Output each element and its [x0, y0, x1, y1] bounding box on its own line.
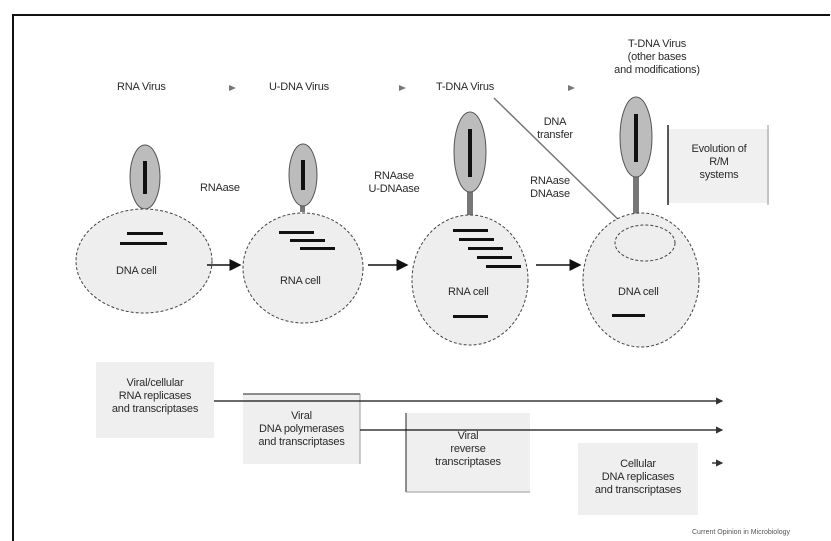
stage-label-tdna-modified: T-DNA Virus (other bases and modificatio…	[597, 38, 717, 77]
top-arrow-3	[568, 85, 575, 91]
evolution-line3: systems	[670, 169, 768, 182]
top-arrow-2	[399, 85, 406, 91]
stage4-line2: (other bases	[597, 51, 717, 64]
cell-label-1: DNA cell	[116, 265, 157, 278]
top-arrow-1	[229, 85, 236, 91]
box3-line1: Viral	[406, 430, 530, 443]
box2-line2: DNA polymerases	[243, 423, 360, 436]
box3-line3: transcriptases	[406, 456, 530, 469]
evolution-line2: R/M	[670, 156, 768, 169]
stage-label-rna-virus: RNA Virus	[117, 81, 166, 94]
enzyme-label-3-line2: DNAase	[520, 188, 580, 201]
stage-label-tdna-virus: T-DNA Virus	[436, 81, 494, 94]
virus-1	[130, 145, 160, 209]
cell-label-2: RNA cell	[280, 275, 321, 288]
box4-line1: Cellular	[578, 458, 698, 471]
box4-line2: DNA replicases	[578, 471, 698, 484]
virus-3	[454, 112, 486, 229]
enzyme-label-1: RNAase	[200, 182, 240, 195]
box3-line2: reverse	[406, 443, 530, 456]
box1-line1: Viral/cellular	[96, 377, 214, 390]
dna-transfer-label: DNA transfer	[527, 116, 583, 142]
virus-4	[620, 97, 652, 214]
evolution-line1: Evolution of	[670, 143, 768, 156]
enzyme-box-4-text: Cellular DNA replicases and transcriptas…	[578, 458, 698, 497]
cell-3	[412, 215, 528, 345]
box4-line3: and transcriptases	[578, 484, 698, 497]
cell-4	[583, 213, 699, 347]
evolution-box-text: Evolution of R/M systems	[670, 143, 768, 182]
stage4-line1: T-DNA Virus	[597, 38, 717, 51]
stage-label-udna-virus: U-DNA Virus	[269, 81, 329, 94]
cell-2	[243, 213, 363, 323]
cell-1	[76, 209, 212, 313]
dna-transfer-line1: DNA	[527, 116, 583, 129]
box2-line3: and transcriptases	[243, 436, 360, 449]
journal-credit: Current Opinion in Microbiology	[692, 529, 790, 536]
cell-label-4: DNA cell	[618, 286, 659, 299]
enzyme-label-2: RNAase U-DNAase	[359, 170, 429, 196]
box2-line1: Viral	[243, 410, 360, 423]
box1-line2: RNA replicases	[96, 390, 214, 403]
enzyme-box-1-text: Viral/cellular RNA replicases and transc…	[96, 377, 214, 416]
virus-2	[289, 144, 317, 212]
enzyme-label-2-line1: RNAase	[359, 170, 429, 183]
enzyme-box-3-text: Viral reverse transcriptases	[406, 430, 530, 469]
dna-transfer-line2: transfer	[527, 129, 583, 142]
stage4-line3: and modifications)	[597, 64, 717, 77]
box1-line3: and transcriptases	[96, 403, 214, 416]
enzyme-label-2-line2: U-DNAase	[359, 183, 429, 196]
enzyme-label-3: RNAase DNAase	[520, 175, 580, 201]
cell-label-3: RNA cell	[448, 286, 489, 299]
enzyme-label-3-line1: RNAase	[520, 175, 580, 188]
enzyme-box-2-text: Viral DNA polymerases and transcriptases	[243, 410, 360, 449]
